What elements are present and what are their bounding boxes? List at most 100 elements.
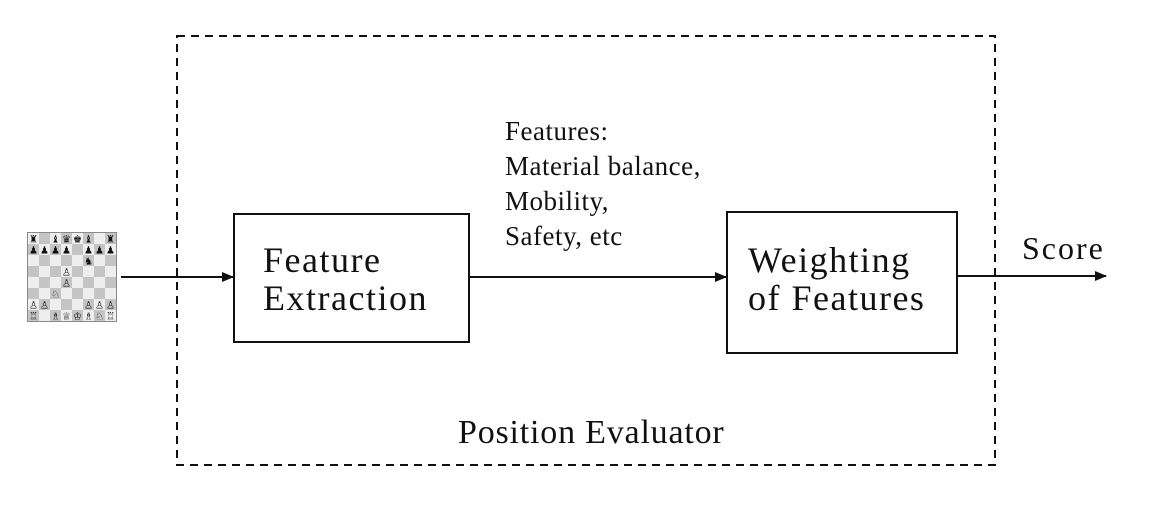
chess-piece-icon: ♝ <box>84 235 93 246</box>
chess-square <box>72 310 83 321</box>
chess-square <box>50 299 61 310</box>
chess-square <box>50 266 61 277</box>
chess-square <box>28 299 39 310</box>
feature-extraction-label-line-2: Extraction <box>263 278 428 318</box>
chess-board-icon: ♜♝♛♚♝♜♟♟♟♟♟♟♟♞♙♙♘♙♙♙♙♙♖♗♕♔♗♘♖ <box>27 232 117 323</box>
chess-square <box>61 277 72 288</box>
chess-square <box>105 310 116 321</box>
chess-piece-icon: ♚ <box>73 235 82 246</box>
chess-piece-icon: ♟ <box>29 246 38 257</box>
chess-square <box>50 233 61 244</box>
chess-square <box>50 244 61 255</box>
chess-square <box>83 233 94 244</box>
features-note-line-1: Features: <box>505 116 608 146</box>
chess-square <box>105 266 116 277</box>
feature-extraction-box <box>233 213 470 343</box>
chess-square <box>28 266 39 277</box>
chess-square <box>72 255 83 266</box>
weighting-label-line-1: Weighting <box>748 240 911 280</box>
chess-square <box>61 310 72 321</box>
chess-square <box>72 299 83 310</box>
feature-extraction-label-line-1: Feature <box>263 240 381 280</box>
chess-square <box>61 288 72 299</box>
features-note-line-4: Safety, etc <box>505 221 623 251</box>
chess-square <box>83 288 94 299</box>
chess-square <box>72 288 83 299</box>
chess-square <box>105 233 116 244</box>
chess-square <box>39 277 50 288</box>
chess-square <box>72 233 83 244</box>
chess-square <box>39 244 50 255</box>
weighting-box <box>726 211 958 354</box>
chess-piece-icon: ♘ <box>95 312 104 323</box>
chess-piece-icon: ♟ <box>95 246 104 257</box>
chess-square <box>94 310 105 321</box>
chess-square <box>28 233 39 244</box>
chess-square <box>105 277 116 288</box>
chess-piece-icon: ♟ <box>51 246 60 257</box>
chess-square <box>105 299 116 310</box>
chess-piece-icon: ♖ <box>106 312 115 323</box>
position-evaluator-label: Position Evaluator <box>458 414 725 451</box>
features-note-line-3: Mobility, <box>505 186 609 216</box>
chess-square <box>72 266 83 277</box>
chess-square <box>83 310 94 321</box>
chess-square <box>50 277 61 288</box>
chess-square <box>105 288 116 299</box>
chess-piece-icon: ♙ <box>106 301 115 312</box>
chess-square <box>28 288 39 299</box>
chess-square <box>72 244 83 255</box>
chess-square <box>39 310 50 321</box>
chess-piece-icon: ♜ <box>29 235 38 246</box>
chess-square <box>83 277 94 288</box>
chess-square <box>50 255 61 266</box>
chess-piece-icon: ♙ <box>62 268 71 279</box>
chess-square <box>39 255 50 266</box>
score-label: Score <box>1022 230 1105 266</box>
chess-square <box>94 233 105 244</box>
chess-square <box>39 233 50 244</box>
chess-piece-icon: ♝ <box>51 235 60 246</box>
chess-piece-icon: ♟ <box>40 246 49 257</box>
chess-piece-icon: ♜ <box>106 235 115 246</box>
chess-square <box>50 288 61 299</box>
chess-piece-icon: ♗ <box>84 312 93 323</box>
chess-square <box>94 288 105 299</box>
chess-square <box>94 244 105 255</box>
chess-square <box>83 255 94 266</box>
chess-piece-icon: ♟ <box>62 246 71 257</box>
chess-square <box>61 255 72 266</box>
chess-piece-icon: ♔ <box>73 312 82 323</box>
chess-square <box>50 310 61 321</box>
chess-square <box>39 266 50 277</box>
chess-square <box>94 277 105 288</box>
chess-piece-icon: ♙ <box>29 301 38 312</box>
chess-square <box>28 310 39 321</box>
chess-square <box>105 255 116 266</box>
chess-piece-icon: ♟ <box>84 246 93 257</box>
chess-piece-icon: ♕ <box>62 312 71 323</box>
chess-square <box>83 299 94 310</box>
chess-square <box>61 266 72 277</box>
chess-piece-icon: ♛ <box>62 235 71 246</box>
chess-piece-icon: ♗ <box>51 312 60 323</box>
chess-square <box>72 277 83 288</box>
chess-square <box>39 299 50 310</box>
chess-square <box>28 255 39 266</box>
chess-piece-icon: ♞ <box>84 257 93 268</box>
chess-piece-icon: ♙ <box>62 279 71 290</box>
features-note-line-2: Material balance, <box>505 151 701 181</box>
chess-square <box>61 244 72 255</box>
chess-square <box>28 277 39 288</box>
chess-square <box>61 233 72 244</box>
chess-square <box>61 299 72 310</box>
evaluator-boundary <box>176 35 996 466</box>
chess-square <box>94 299 105 310</box>
chess-square <box>83 244 94 255</box>
weighting-label-line-2: of Features <box>748 278 925 318</box>
chess-piece-icon: ♘ <box>51 290 60 301</box>
chess-square <box>105 244 116 255</box>
chess-piece-icon: ♙ <box>95 301 104 312</box>
chess-square <box>39 288 50 299</box>
